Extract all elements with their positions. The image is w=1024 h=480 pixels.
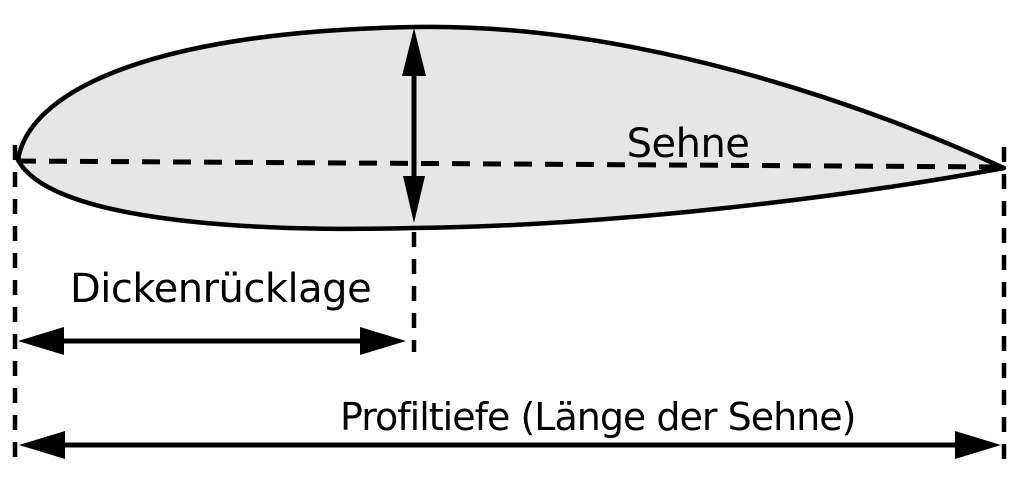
airfoil-shape — [15, 24, 1007, 232]
chord-dashed-line — [17, 158, 1005, 170]
thickness-position-label: Dickenrücklage — [70, 266, 371, 312]
arrowhead-left-icon — [18, 327, 64, 355]
thickness-position-arrow — [18, 327, 406, 355]
thickness-arrow — [402, 28, 426, 223]
arrowhead-down-icon — [403, 176, 425, 223]
chord-length-arrow — [19, 431, 1001, 459]
chord-label: Sehne — [627, 121, 750, 167]
arrowhead-left-icon — [19, 431, 65, 459]
chord-length-label: Profiltiefe (Länge der Sehne) — [340, 395, 855, 439]
arrowhead-right-icon — [955, 431, 1001, 459]
arrowhead-up-icon — [402, 28, 426, 76]
arrowhead-right-icon — [360, 327, 406, 355]
